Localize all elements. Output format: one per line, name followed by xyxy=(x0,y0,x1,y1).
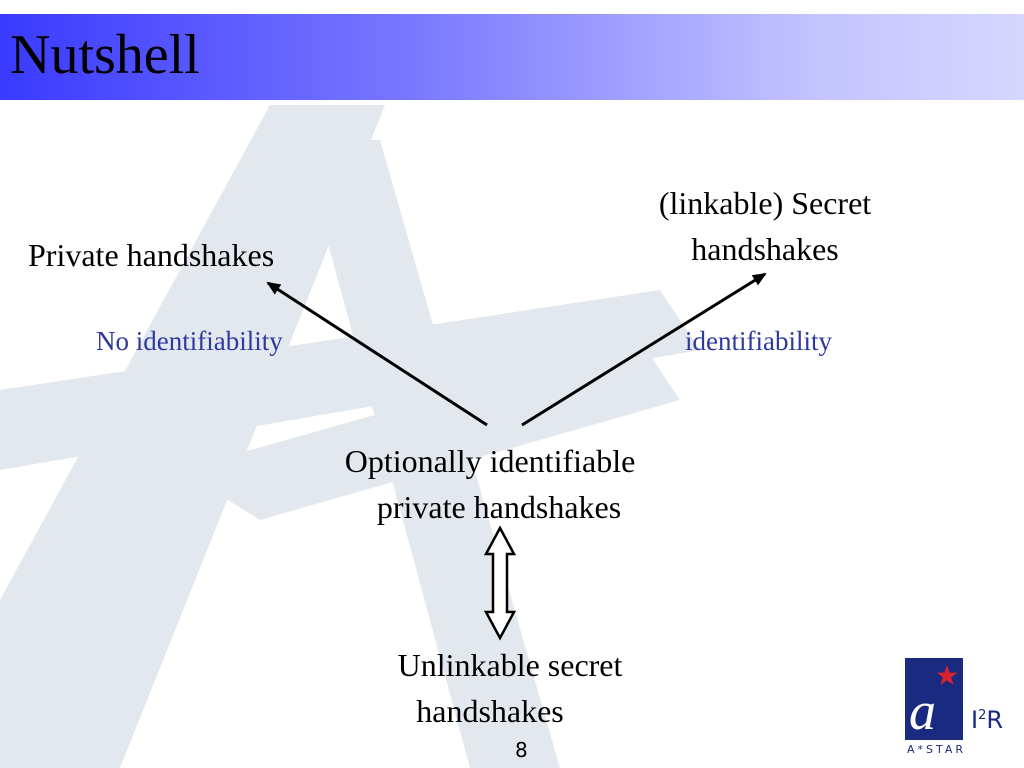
node-optionally-identifiable-line1: Optionally identifiable xyxy=(344,443,636,479)
node-unlinkable-secret-line2: handshakes xyxy=(416,693,564,729)
node-unlinkable-secret-line1: Unlinkable secret xyxy=(397,647,623,683)
node-optionally-identifiable: Optionally identifiable private handshak… xyxy=(300,438,680,530)
arrow-to-private-handshakes xyxy=(266,281,488,427)
edge-label-no-identifiability: No identifiability xyxy=(96,326,283,356)
title-bar: Nutshell xyxy=(0,14,1024,100)
logo-astar-text: A*STAR xyxy=(907,743,967,756)
logo-i2r-text: I2R xyxy=(971,706,1004,734)
node-private-handshakes: Private handshakes xyxy=(28,232,274,278)
edge-label-identifiability: identifiability xyxy=(685,326,832,356)
logo-a-mark: a xyxy=(909,681,936,741)
node-linkable-secret-line1: (linkable) Secret xyxy=(658,185,872,221)
node-linkable-secret-line2: handshakes xyxy=(691,231,839,267)
node-optionally-identifiable-line2: private handshakes xyxy=(376,489,622,525)
slide-title: Nutshell xyxy=(10,24,200,86)
node-private-handshakes-label: Private handshakes xyxy=(28,237,275,273)
arrow-to-linkable-secret-handshakes xyxy=(521,272,767,427)
node-unlinkable-secret-handshakes: Unlinkable secret handshakes xyxy=(360,642,660,734)
double-arrow-equivalence xyxy=(483,525,517,641)
node-linkable-secret-handshakes: (linkable) Secret handshakes xyxy=(625,180,905,272)
logo-box xyxy=(905,658,963,740)
page-number: 8 xyxy=(515,738,528,762)
star-icon xyxy=(936,665,958,685)
astar-i2r-logo: a I2R A*STAR xyxy=(905,658,1015,758)
